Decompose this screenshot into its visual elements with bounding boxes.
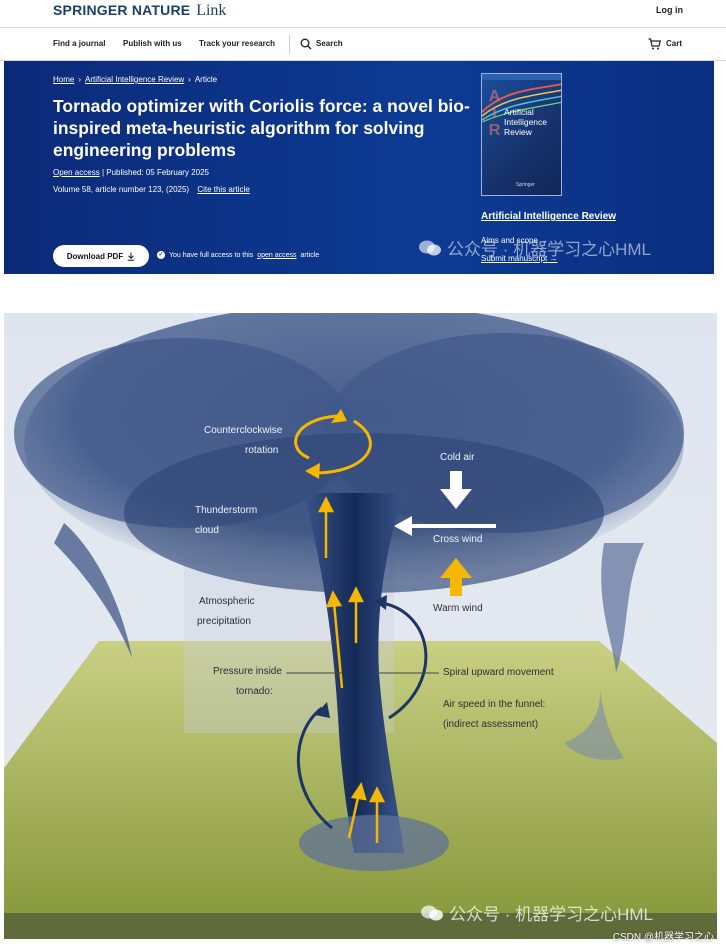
aims-scope-link[interactable]: Aims and scope → [481, 236, 549, 245]
logo-link-text: Link [196, 2, 227, 19]
breadcrumb-home[interactable]: Home [53, 75, 75, 84]
cover-monogram: AIR [486, 88, 503, 139]
nav-find-journal[interactable]: Find a journal [53, 39, 106, 48]
wechat-icon [421, 905, 443, 920]
breadcrumb-journal[interactable]: Artificial Intelligence Review [85, 75, 185, 84]
breadcrumb: Home›Artificial Intelligence Review›Arti… [53, 75, 217, 84]
springer-nature-link-logo[interactable]: SPRINGER NATURE Link [53, 2, 226, 20]
label-rotation: rotation [245, 445, 279, 456]
cold-air-arrow-shaft [450, 471, 462, 489]
cover-artwork [482, 83, 561, 122]
label-warm-wind: Warm wind [433, 603, 483, 614]
breadcrumb-separator: › [78, 75, 82, 84]
cover-publisher: Springer [516, 182, 535, 188]
journal-name-link[interactable]: Artificial Intelligence Review [481, 211, 617, 222]
cart-icon[interactable] [648, 38, 661, 50]
label-thunderstorm: Thunderstorm [195, 505, 258, 516]
spiral-arrowhead-upper [374, 595, 387, 610]
left-funnel [54, 523, 132, 658]
article-meta-published: Open access | Published: 05 February 202… [53, 168, 209, 177]
cite-article-link[interactable]: Cite this article [197, 185, 250, 194]
nav-divider [289, 35, 290, 54]
article-title: Tornado optimizer with Coriolis force: a… [53, 96, 470, 160]
watermark-bottom: 公众号 · 机器学习之心HML [420, 900, 653, 925]
rotation-arrow-left [294, 414, 340, 460]
ground-edge [4, 913, 717, 939]
check-circle-icon: ✓ [157, 251, 165, 259]
warm-wind-arrowhead [440, 558, 472, 578]
right-funnel [601, 543, 644, 673]
cover-title: Artificial Intelligence Review [504, 107, 548, 137]
download-icon [128, 252, 135, 261]
login-link[interactable]: Log in [656, 5, 683, 15]
cover-header-stripe [482, 74, 561, 80]
nav-search[interactable]: Search [316, 39, 343, 48]
rotation-arrowhead-bottom [305, 463, 320, 479]
spiral-arrow-upper [381, 601, 428, 720]
funnel-debris-cloud [299, 815, 449, 871]
spiral-arrow-lower [296, 706, 333, 830]
access-suffix: article [300, 251, 320, 259]
wechat-icon [419, 240, 441, 255]
access-notice: ✓ You have full access to this open acce… [157, 251, 319, 259]
label-counterclockwise: Counterclockwise [204, 425, 283, 436]
label-spiral-upward: Spiral upward movement [443, 667, 554, 678]
top-header: SPRINGER NATURE Link Log in [0, 0, 726, 28]
label-pressure-inside: Pressure inside [213, 666, 282, 677]
article-meta-volume: Volume 58, article number 123, (2025) Ci… [53, 185, 250, 194]
tornado-funnel [304, 493, 404, 853]
label-air-speed: Air speed in the funnel: [443, 699, 546, 710]
rotation-arrowhead-top [331, 409, 347, 423]
small-funnel [564, 683, 624, 760]
main-nav: Find a journal Publish with us Track you… [0, 28, 726, 61]
watermark-top-text: 公众号 · 机器学习之心HML [447, 240, 651, 259]
tornado-illustration: Counterclockwise rotation Thunderstorm c… [4, 313, 717, 939]
article-hero: Home›Artificial Intelligence Review›Arti… [4, 61, 714, 274]
warm-wind-arrow-shaft [450, 578, 462, 596]
submit-manuscript-link[interactable]: Submit manuscript → [481, 254, 558, 263]
label-precipitation: precipitation [197, 616, 251, 627]
access-open-access-link[interactable]: open access [257, 251, 297, 259]
watermark-bottom-text: 公众号 · 机器学习之心HML [449, 905, 653, 924]
updraft-arrows [317, 496, 386, 843]
label-cold-air: Cold air [440, 452, 475, 463]
nav-cart[interactable]: Cart [666, 39, 683, 48]
open-access-link[interactable]: Open access [53, 168, 100, 177]
download-pdf-label: Download PDF [66, 251, 124, 261]
label-tornado: tornado: [236, 686, 273, 697]
watermark-top: 公众号 · 机器学习之心HML [418, 235, 651, 260]
label-cloud: cloud [195, 525, 219, 536]
cold-air-arrowhead [440, 489, 472, 509]
spiral-arrowhead-lower [315, 702, 330, 718]
nav-track-research[interactable]: Track your research [199, 39, 276, 48]
rotation-arrow-right [315, 419, 372, 475]
access-prefix: You have full access to this [169, 251, 254, 259]
label-cross-wind: Cross wind [433, 534, 483, 545]
volume-info: Volume 58, article number 123, (2025) [53, 185, 190, 194]
breadcrumb-separator: › [188, 75, 191, 84]
cross-wind-arrowhead [394, 516, 412, 536]
breadcrumb-current: Article [194, 75, 218, 84]
journal-cover-image[interactable]: AIR Artificial Intelligence Review Sprin… [481, 73, 562, 196]
nav-publish-with-us[interactable]: Publish with us [123, 39, 182, 48]
logo-brand: SPRINGER NATURE [53, 2, 191, 18]
tornado-diagram-graphic [4, 313, 717, 939]
label-atmospheric: Atmospheric [199, 596, 255, 607]
search-icon[interactable] [300, 38, 312, 50]
label-indirect-assessment: (indirect assessment) [443, 719, 539, 730]
download-pdf-button[interactable]: Download PDF [53, 245, 149, 267]
published-date: | Published: 05 February 2025 [101, 168, 209, 177]
csdn-credit: CSDN @机器学习之心 [612, 932, 714, 943]
